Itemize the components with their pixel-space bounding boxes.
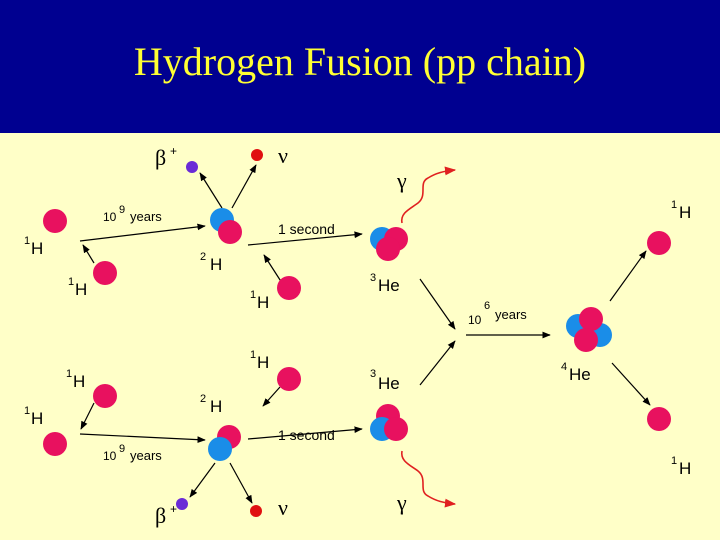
- page-title: Hydrogen Fusion (pp chain): [0, 38, 720, 85]
- h2-mass-top: 2: [200, 251, 206, 263]
- arrow-h-to-pp-top: [83, 245, 94, 263]
- nu-label-bottom: ν: [278, 495, 288, 520]
- arrow-he3-bottom-in: [420, 341, 455, 385]
- h1-mass-top-c: 1: [250, 289, 256, 301]
- deuterium-top: [210, 208, 242, 244]
- time-pp-exp-top: 9: [119, 204, 125, 216]
- h1-mass-top-b: 1: [68, 276, 74, 288]
- arrow-pp-top: [80, 226, 205, 241]
- proton-top-2: [93, 261, 117, 285]
- h1-label-bottom-c: H: [257, 353, 269, 372]
- time-pp-base-bottom: 10: [103, 449, 117, 463]
- pp-chain-diagram: β + ν γ 10 9 years 1 second 1 H 1 H 2 H …: [0, 133, 720, 540]
- time-he3-exp: 6: [484, 300, 490, 312]
- h1-label-top-c: H: [257, 293, 269, 312]
- beta-label-bottom: β: [155, 503, 166, 528]
- arrow-h-to-pp-bottom: [81, 403, 94, 429]
- h1-label-out-bottom: H: [679, 459, 691, 478]
- time-pp-unit-bottom: years: [130, 448, 162, 463]
- arrow-beta-bottom: [190, 463, 215, 497]
- helium4: [566, 307, 612, 352]
- h1-label-bottom-a: H: [31, 409, 43, 428]
- neutrino-top: [251, 149, 263, 161]
- h1-mass-bottom-a: 1: [24, 405, 30, 417]
- proton-top-1: [43, 209, 67, 233]
- time-pp-unit-top: years: [130, 209, 162, 224]
- neutrino-bottom: [250, 505, 262, 517]
- arrow-h-to-dp-bottom: [263, 387, 280, 406]
- h1-mass-top-a: 1: [24, 235, 30, 247]
- positron-bottom: [176, 498, 188, 510]
- arrow-pp-bottom: [80, 434, 205, 440]
- arrow-h-to-dp-top: [264, 255, 282, 283]
- he3-label-top: He: [378, 276, 400, 295]
- time-pp-exp-bottom: 9: [119, 443, 125, 455]
- beta-label-top: β: [155, 145, 166, 170]
- proton-bottom-3: [277, 367, 301, 391]
- helium3-top: [370, 227, 408, 261]
- h1-label-top-a: H: [31, 239, 43, 258]
- proton-bottom-1: [43, 432, 67, 456]
- beta-charge-top: +: [170, 144, 177, 158]
- arrow-nu-top: [232, 165, 256, 208]
- h2-mass-bottom: 2: [200, 393, 206, 405]
- arrow-proton-out-top: [610, 251, 646, 301]
- gamma-wave-bottom: [402, 451, 455, 504]
- h2-label-bottom: H: [210, 397, 222, 416]
- h1-mass-out-bottom: 1: [671, 455, 677, 467]
- proton-out-top: [647, 231, 671, 255]
- deuterium-bottom: [208, 425, 241, 461]
- gamma-label-bottom: γ: [396, 490, 407, 515]
- h1-label-bottom-b: H: [73, 372, 85, 391]
- h1-mass-bottom-c: 1: [250, 349, 256, 361]
- time-he3-base: 10: [468, 313, 482, 327]
- he3-label-bottom: He: [378, 374, 400, 393]
- h1-mass-bottom-b: 1: [66, 368, 72, 380]
- time-he3-unit: years: [495, 307, 527, 322]
- nu-label-top: ν: [278, 143, 288, 168]
- arrow-proton-out-bottom: [612, 363, 650, 405]
- proton-top-3: [277, 276, 301, 300]
- he3-mass-top: 3: [370, 272, 376, 284]
- proton-bottom-2: [93, 384, 117, 408]
- gamma-wave-top: [402, 170, 455, 223]
- arrow-nu-bottom: [230, 463, 252, 503]
- h1-mass-out-top: 1: [671, 199, 677, 211]
- he4-mass: 4: [561, 361, 567, 373]
- time-pp-base-top: 10: [103, 210, 117, 224]
- helium3-bottom: [370, 404, 408, 441]
- gamma-label-top: γ: [396, 168, 407, 193]
- time-deut-bottom: 1 second: [278, 427, 335, 443]
- he4-label: He: [569, 365, 591, 384]
- time-deut-top: 1 second: [278, 221, 335, 237]
- he3-mass-bottom: 3: [370, 368, 376, 380]
- positron-top: [186, 161, 198, 173]
- arrow-he3-top-in: [420, 279, 455, 329]
- arrow-beta-top: [200, 173, 222, 208]
- h2-label-top: H: [210, 255, 222, 274]
- beta-charge-bottom: +: [170, 502, 177, 516]
- proton-out-bottom: [647, 407, 671, 431]
- h1-label-out-top: H: [679, 203, 691, 222]
- h1-label-top-b: H: [75, 280, 87, 299]
